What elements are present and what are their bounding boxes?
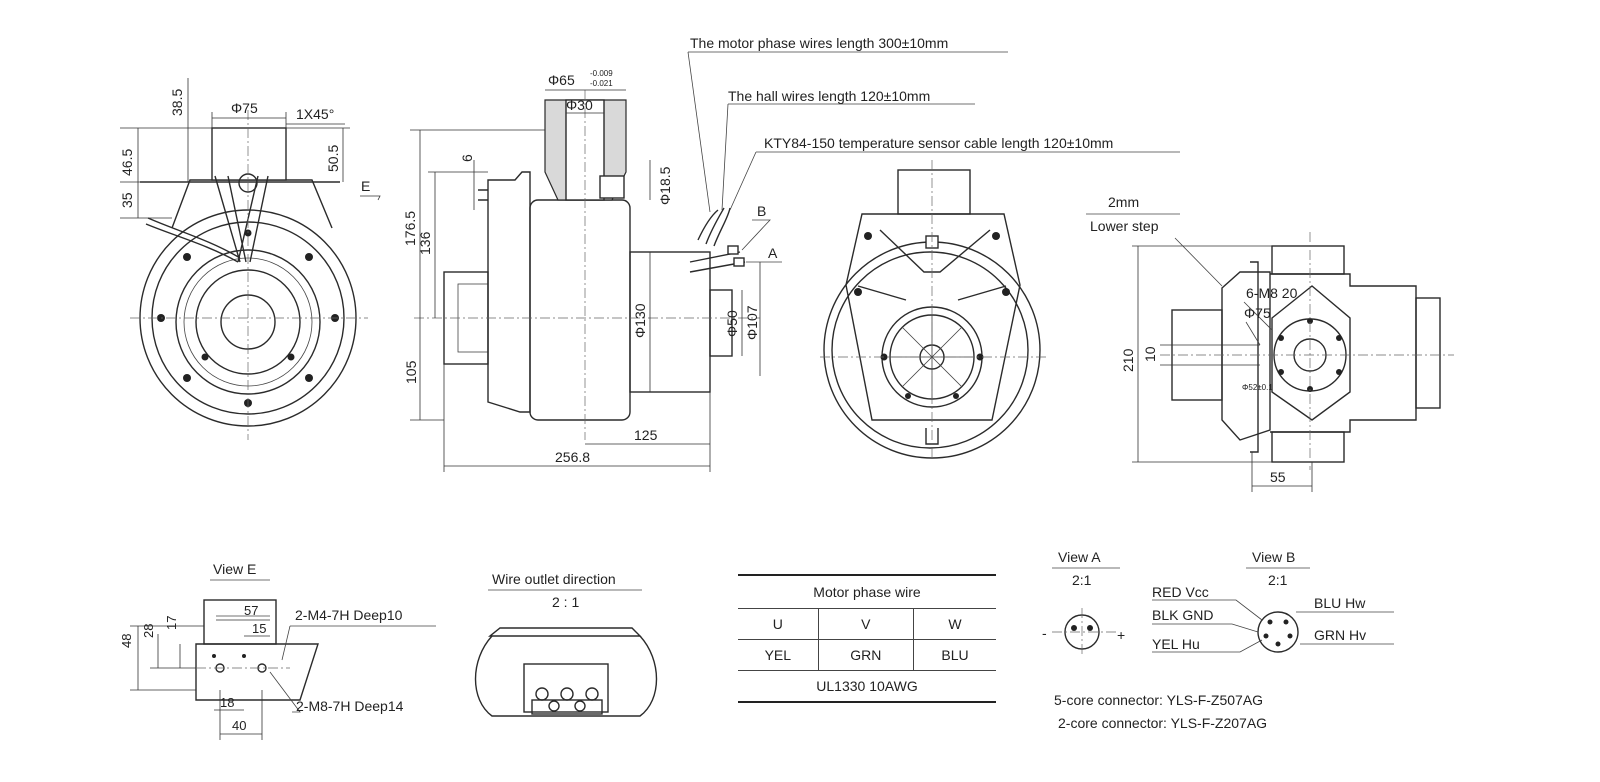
view-a-minus: -: [1042, 625, 1047, 641]
dim-50-5: 50.5: [325, 145, 341, 172]
label-a: A: [768, 245, 778, 261]
rear-view: [820, 160, 1046, 460]
motor-phase-wire-table: Motor phase wire U V W YEL GRN BLU UL133…: [738, 574, 996, 703]
dim-phi50: Φ50: [724, 310, 740, 337]
dim-210: 210: [1120, 348, 1136, 372]
note-m4: 2-M4-7H Deep10: [295, 607, 403, 623]
view-b-scale: 2:1: [1268, 572, 1288, 588]
dim-38-5: 38.5: [169, 89, 185, 116]
wire-outlet-scale: 2 : 1: [552, 594, 579, 610]
color-v: GRN: [817, 639, 915, 671]
note-m8: 2-M8-7H Deep14: [296, 698, 404, 714]
connector-five: 5-core connector: YLS-F-Z507AG: [1054, 692, 1263, 708]
dim-e-15: 15: [252, 621, 266, 636]
dim-phi65: Φ65: [548, 72, 575, 88]
color-u: YEL: [738, 639, 819, 671]
view-b-red: RED Vcc: [1152, 584, 1209, 600]
view-b-drawing: [1152, 567, 1394, 653]
view-b-title: View B: [1252, 549, 1295, 565]
dim-6-m8: 6-M8 20: [1246, 285, 1298, 301]
header-w: W: [913, 608, 996, 640]
header-v: V: [817, 608, 915, 640]
dim-phi52: Φ52±0.1: [1242, 383, 1273, 392]
dim-176-5: 176.5: [402, 211, 418, 246]
dim-phi75-top: Φ75: [231, 100, 258, 116]
view-e-drawing: [130, 579, 436, 740]
wire-outlet-drawing: [474, 589, 658, 717]
table-row: YEL GRN BLU: [738, 639, 996, 671]
connector-two: 2-core connector: YLS-F-Z207AG: [1058, 715, 1267, 731]
dim-e-17: 17: [164, 616, 179, 630]
wire-outlet-title: Wire outlet direction: [492, 571, 616, 587]
label-e: E: [361, 178, 370, 194]
dim-chamfer: 1X45°: [296, 106, 334, 122]
view-b-blu: BLU Hw: [1314, 595, 1366, 611]
dim-136: 136: [417, 231, 433, 255]
view-a-drawing: [1052, 567, 1120, 656]
view-a-plus: +: [1117, 627, 1125, 643]
view-e-title: View E: [213, 561, 256, 577]
dim-35: 35: [119, 192, 135, 208]
right-side-view: [1086, 213, 1454, 492]
dim-e-57: 57: [244, 603, 258, 618]
dim-phi107: Φ107: [744, 305, 760, 340]
dim-phi30: Φ30: [566, 97, 593, 113]
label-b: B: [757, 203, 766, 219]
view-b-grn: GRN Hv: [1314, 627, 1366, 643]
dim-phi65-tol-lower: -0.021: [590, 79, 613, 88]
dim-phi75-side: Φ75: [1244, 305, 1271, 321]
dim-phi65-tol-upper: -0.009: [590, 69, 613, 78]
view-b-blk: BLK GND: [1152, 607, 1213, 623]
dim-256-8: 256.8: [555, 449, 590, 465]
note-hall-wires: The hall wires length 120±10mm: [728, 88, 930, 104]
table-row: U V W: [738, 608, 996, 640]
table-footer: UL1330 10AWG: [738, 670, 996, 703]
dim-125: 125: [634, 427, 658, 443]
dim-105: 105: [403, 360, 419, 384]
color-w: BLU: [913, 639, 996, 671]
dim-phi18-5: Φ18.5: [657, 166, 673, 205]
dim-46-5: 46.5: [119, 149, 135, 176]
table-title: Motor phase wire: [738, 574, 996, 609]
dim-e-18: 18: [220, 695, 234, 710]
front-view: [120, 78, 381, 440]
dim-e-28: 28: [141, 624, 156, 638]
view-b-yel: YEL Hu: [1152, 636, 1200, 652]
view-a-title: View A: [1058, 549, 1101, 565]
note-temp-sensor: KTY84-150 temperature sensor cable lengt…: [764, 135, 1113, 151]
dim-e-40: 40: [232, 718, 246, 733]
side-section-view: [410, 51, 1180, 472]
view-a-scale: 2:1: [1072, 572, 1092, 588]
dim-6: 6: [459, 154, 475, 162]
dim-10: 10: [1142, 346, 1158, 362]
dim-55: 55: [1270, 469, 1286, 485]
header-u: U: [738, 608, 819, 640]
dim-phi130: Φ130: [632, 303, 648, 338]
note-lower-step-2mm: 2mm: [1108, 194, 1139, 210]
dim-e-48: 48: [119, 634, 134, 648]
note-phase-wires: The motor phase wires length 300±10mm: [690, 35, 948, 51]
note-lower-step: Lower step: [1090, 218, 1159, 234]
